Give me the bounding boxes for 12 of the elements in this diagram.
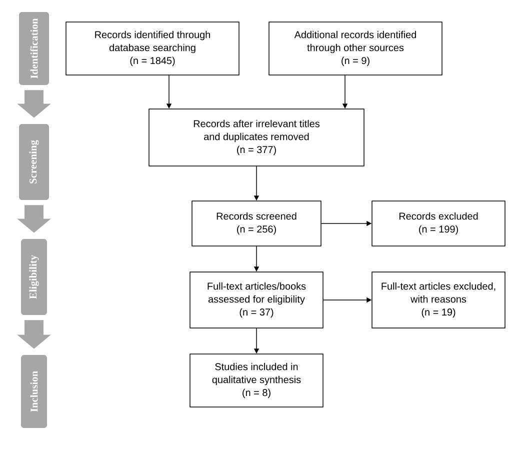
process-box: Records excluded (n = 199) [372,200,506,246]
stage-band: Screening [19,124,49,200]
process-box: Additional records identified through other sources (n = 9) [268,22,442,76]
process-box: Full-text articles/books assessed for eligibility (n = 37) [190,272,324,328]
process-box: Full-text articles excluded, with reasons (n = 19) [372,272,506,328]
stage-band: Identification [19,12,49,85]
stage-band: Inclusion [21,354,47,428]
stage-band: Eligibility [21,238,47,315]
process-box: Records screened (n = 256) [192,200,322,246]
process-box: Records after irrelevant titles and duplicates removed (n = 377) [148,108,364,166]
process-box: Records identified through database searching (n = 1845) [66,22,240,76]
process-box: Studies included in qualitative synthesis (n = 8) [190,354,324,408]
